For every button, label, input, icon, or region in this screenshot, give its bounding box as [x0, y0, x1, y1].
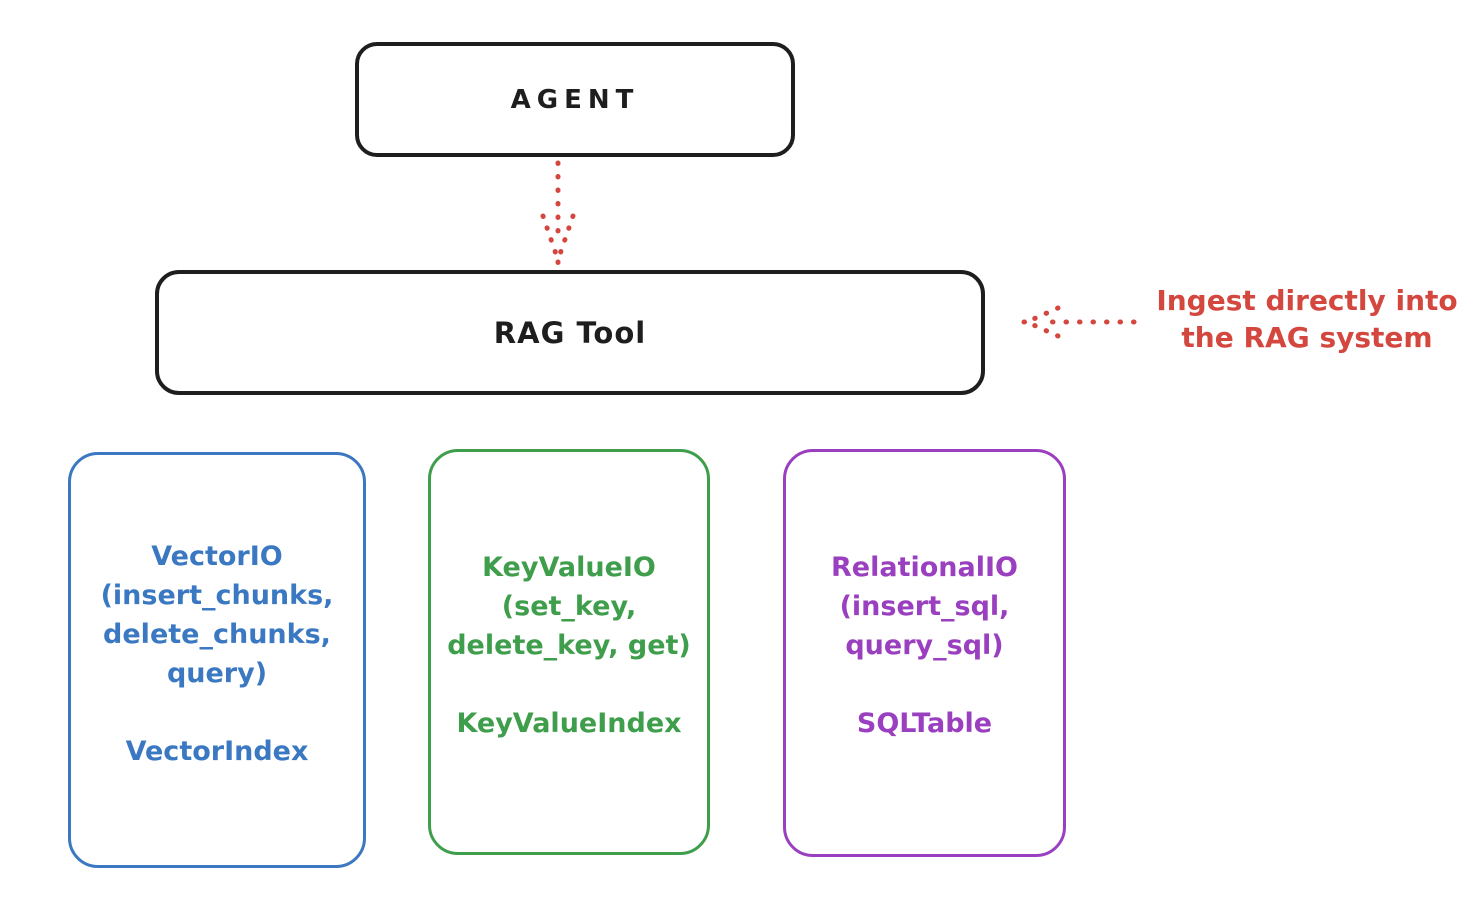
vector-io-line-4: query) — [166, 658, 268, 689]
vector-io-line-1: VectorIO — [151, 541, 283, 572]
agent-box: AGENT — [355, 42, 795, 157]
vector-index-label: VectorIndex — [125, 736, 309, 767]
relational-io-line-2: (insert_sql, — [839, 591, 1010, 622]
keyvalue-index-label: KeyValueIndex — [456, 708, 682, 739]
relational-io-box: RelationalIO (insert_sql, query_sql) SQL… — [783, 449, 1066, 857]
vector-io-line-2: (insert_chunks, — [100, 580, 334, 611]
agent-label: AGENT — [510, 84, 640, 115]
keyvalue-io-line-1: KeyValueIO — [482, 552, 656, 583]
annotation-line-2: the RAG system — [1181, 321, 1433, 354]
sql-table-label: SQLTable — [856, 708, 993, 739]
relational-io-line-3: query_sql) — [845, 630, 1004, 661]
vector-io-box: VectorIO (insert_chunks, delete_chunks, … — [68, 452, 366, 868]
relational-io-line-1: RelationalIO — [831, 552, 1018, 583]
vector-io-line-3: delete_chunks, — [103, 619, 331, 650]
rag-tool-box: RAG Tool — [155, 270, 985, 395]
keyvalue-io-box: KeyValueIO (set_key, delete_key, get) Ke… — [428, 449, 710, 855]
keyvalue-io-line-2: (set_key, — [501, 591, 637, 622]
dotted-arrow-left-icon — [1021, 305, 1137, 339]
dotted-arrow-down-icon — [540, 160, 576, 265]
rag-tool-label: RAG Tool — [493, 315, 647, 350]
annotation-line-1: Ingest directly into — [1156, 284, 1458, 317]
keyvalue-io-line-3: delete_key, get) — [447, 630, 691, 661]
annotation-text: Ingest directly into the RAG system — [1138, 282, 1476, 356]
